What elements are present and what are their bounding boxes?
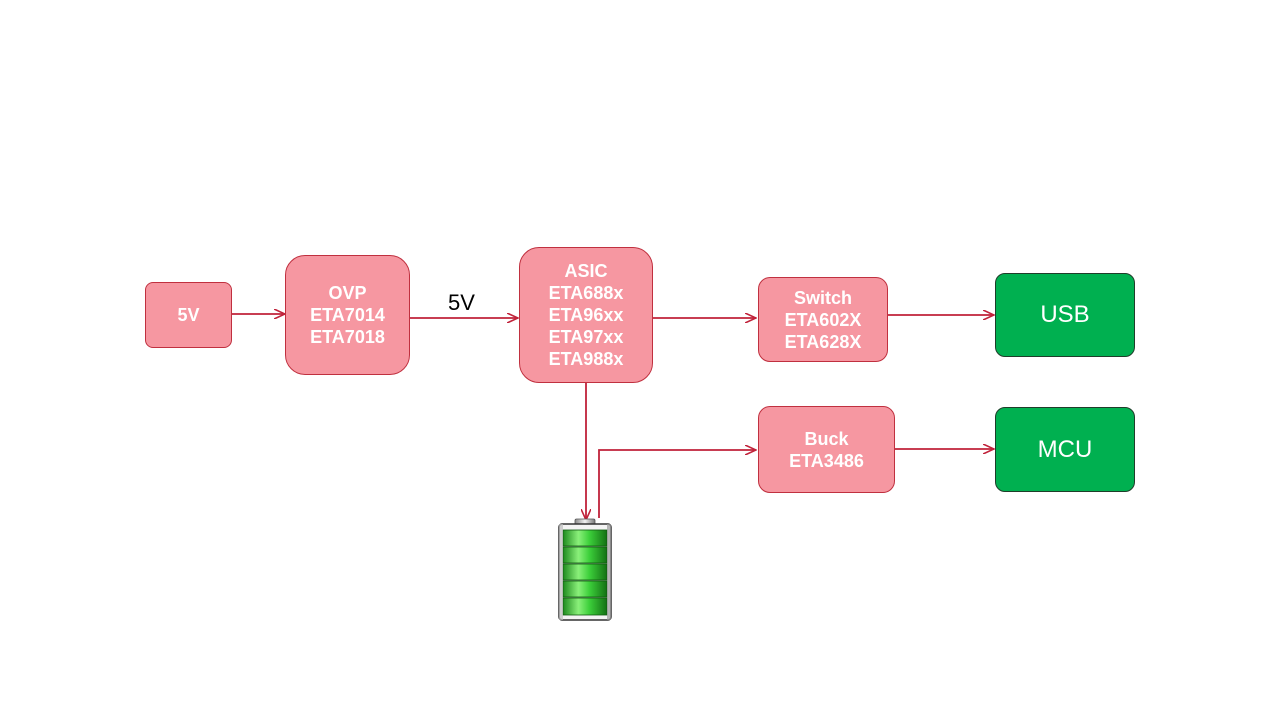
usb-label: USB <box>1040 301 1090 328</box>
switch-title: Switch <box>793 287 852 308</box>
asic-part-2: ETA96xx <box>548 305 624 325</box>
buck-part-1: ETA3486 <box>789 450 864 471</box>
mcu-block: MCU <box>995 407 1135 492</box>
switch-block: Switch ETA602X ETA628X <box>758 277 888 362</box>
ovp-block: OVP ETA7014 ETA7018 <box>285 255 410 375</box>
asic-block: ASIC ETA688x ETA96xx ETA97xx ETA988x <box>519 247 653 383</box>
switch-part-1: ETA602X <box>784 309 862 330</box>
asic-part-4: ETA988x <box>548 349 624 369</box>
input-5v-block: 5V <box>145 282 232 348</box>
ovp-part-2: ETA7018 <box>310 327 385 347</box>
battery-icon <box>558 518 612 621</box>
asic-part-3: ETA97xx <box>548 327 624 347</box>
input-5v-label: 5V <box>177 305 200 325</box>
ovp-title: OVP <box>328 283 367 303</box>
mcu-label: MCU <box>1037 435 1093 463</box>
buck-block: Buck ETA3486 <box>758 406 895 493</box>
asic-part-1: ETA688x <box>548 283 624 303</box>
edge-label-5v: 5V <box>448 290 475 315</box>
asic-title: ASIC <box>564 261 608 281</box>
wire-battery-to-buck <box>598 450 756 518</box>
switch-part-2: ETA628X <box>784 331 862 352</box>
usb-block: USB <box>995 273 1135 357</box>
ovp-part-1: ETA7014 <box>310 305 385 325</box>
buck-title: Buck <box>804 428 849 449</box>
